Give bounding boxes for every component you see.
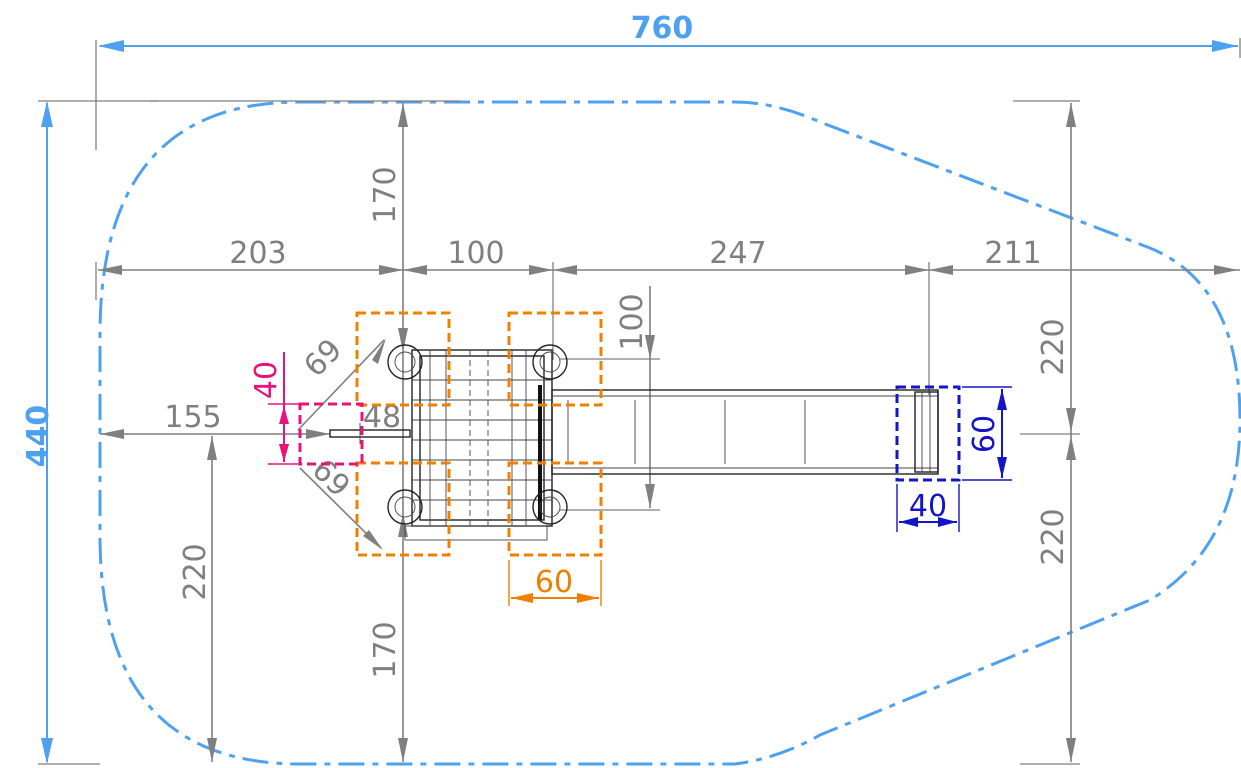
dim-diagonal-lower: 69 (305, 452, 357, 504)
dim-diagonal-upper: 69 (297, 332, 349, 384)
ladder-clearance-dimension: 155 (100, 400, 330, 439)
slide (551, 389, 939, 475)
footprint-top-left (355, 311, 451, 407)
post-footprints: 60 (355, 311, 603, 606)
dim-left-to-post: 203 (229, 236, 286, 271)
ladder-footprint: 40 (249, 352, 364, 466)
post-bottom-right (532, 489, 568, 525)
left-lower-dimension: 220 (178, 436, 217, 762)
dim-ladder-size: 40 (249, 361, 284, 399)
post-bottom-left (387, 489, 423, 525)
dim-right-upper: 220 (1036, 318, 1071, 375)
slide-end-footprint: 60 40 (895, 385, 1012, 532)
dim-post-size: 60 (535, 565, 573, 600)
horizontal-chain-dimensions: 203 100 247 211 (95, 236, 1240, 395)
dim-slide-end-width: 60 (967, 415, 1002, 453)
overall-width-dimension: 760 (95, 11, 1241, 150)
overall-height-label: 440 (21, 405, 56, 468)
dim-right-lower: 220 (1036, 508, 1071, 565)
dim-left-lower: 220 (178, 543, 213, 600)
dim-slide-length: 247 (709, 236, 766, 271)
overall-height-dimension: 440 (21, 100, 158, 765)
platform-depth-dimension: 100 (560, 286, 660, 511)
dim-platform-depth: 100 (615, 293, 650, 350)
equipment-plan (329, 344, 939, 541)
safety-zone-outline (98, 100, 1241, 766)
footprint-bottom-right (507, 461, 603, 557)
dim-ladder-clearance: 155 (164, 400, 221, 435)
post-vertical-dimensions: 170 170 (150, 100, 460, 762)
post-top-right (532, 344, 568, 380)
dim-bottom-clearance: 170 (368, 621, 403, 678)
footprint-top-right (507, 311, 603, 407)
overall-width-label: 760 (631, 11, 694, 46)
dim-slide-end-depth: 40 (909, 489, 947, 524)
diagonal-dimensions: 69 69 48 (297, 332, 401, 550)
right-vertical-dimensions: 220 220 (1013, 100, 1080, 765)
dim-post-spacing: 100 (447, 236, 504, 271)
footprint-bottom-left (355, 461, 451, 557)
dim-top-clearance: 170 (368, 166, 403, 223)
dim-slide-end-clearance: 211 (984, 236, 1041, 271)
post-top-left (387, 344, 423, 380)
